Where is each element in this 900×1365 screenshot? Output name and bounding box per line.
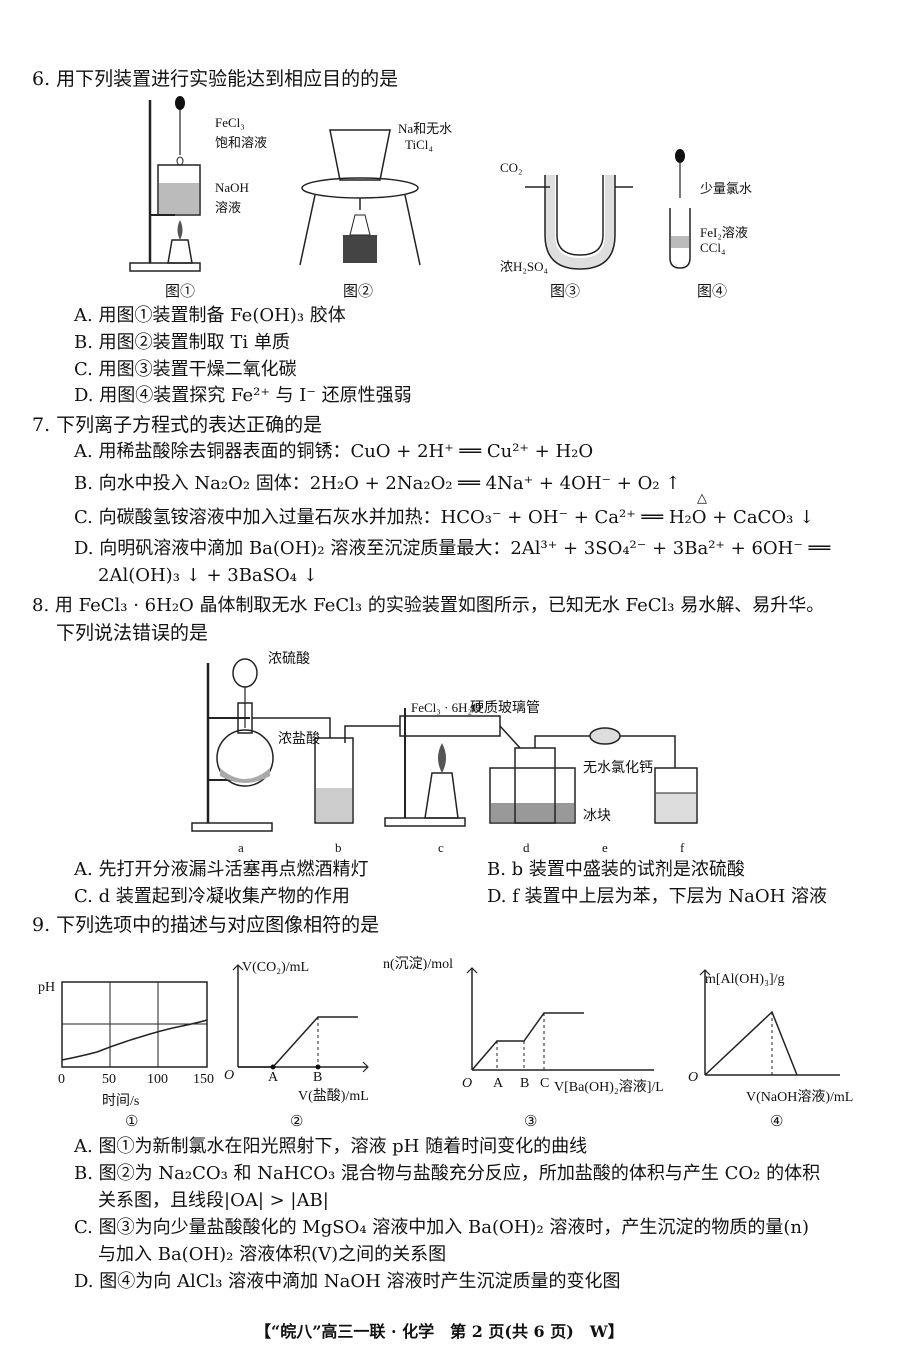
- figure-1-apparatus: [129, 96, 201, 272]
- q8-label-e: e: [602, 840, 608, 855]
- g1-tick-150: 150: [193, 1072, 214, 1087]
- g4-xlabel: V(NaOH溶液)/mL: [746, 1090, 854, 1105]
- q8-label-conc-hcl: 浓盐酸: [278, 732, 320, 747]
- graph-1-ph-curve: [61, 981, 208, 1068]
- g3-point-c: C: [540, 1076, 550, 1091]
- g1-caption: ①: [125, 1114, 139, 1130]
- figure-3-u-tube: [525, 175, 633, 270]
- fig2-caption: 图②: [343, 284, 374, 300]
- g3-xlabel: V[Ba(OH)₂溶液]/L: [554, 1080, 664, 1095]
- fig4-label-chlorine: 少量氯水: [700, 181, 753, 196]
- q9-option-b-cont: 关系图，且线段|OA| > |AB|: [98, 1190, 329, 1211]
- fig3-label-h2so4: 浓H₂SO₄: [500, 259, 549, 274]
- q8-option-c: C. d 装置起到冷凝收集产物的作用: [74, 886, 350, 907]
- g2-point-b: B: [313, 1070, 323, 1085]
- fig1-label-naoh: NaOH: [215, 180, 249, 195]
- q8-label-ice: 冰块: [583, 809, 611, 824]
- q7-heat-symbol: △: [697, 490, 707, 505]
- fig1-caption: 图①: [165, 284, 196, 300]
- g1-ylabel: pH: [38, 980, 56, 995]
- q9-stem: 9. 下列选项中的描述与对应图像相符的是: [32, 914, 380, 936]
- fig4-label-ccl4: CCl₄: [700, 240, 726, 255]
- q8-option-d: D. f 装置中上层为苯，下层为 NaOH 溶液: [487, 886, 827, 907]
- q8-stem-2: 下列说法错误的是: [56, 622, 209, 644]
- g2-xlabel: V(盐酸)/mL: [298, 1089, 369, 1104]
- q7-option-a: A. 用稀盐酸除去铜器表面的铜锈：CuO + 2H⁺ ══ Cu²⁺ + H₂O: [74, 441, 594, 462]
- fig1-label-fecl3: FeCl₃: [215, 115, 245, 130]
- q7-stem: 7. 下列离子方程式的表达正确的是: [32, 414, 323, 436]
- page-footer: 【“皖八”高三一联 · 化学 第 2 页(共 6 页) W】: [255, 1322, 624, 1341]
- g2-origin: O: [224, 1068, 235, 1083]
- q6-option-c: C. 用图③装置干燥二氧化碳: [74, 359, 297, 380]
- q8-stem-1: 8. 用 FeCl₃ · 6H₂O 晶体制取无水 FeCl₃ 的实验装置如图所示…: [32, 595, 825, 616]
- g3-ylabel: n(沉淀)/mol: [383, 957, 453, 972]
- g3-point-a: A: [493, 1076, 504, 1091]
- g2-point-a: A: [268, 1070, 279, 1085]
- g1-tick-50: 50: [102, 1072, 116, 1087]
- q8-label-fecl3-crystal: FeCl₃ · 6H₂O: [411, 700, 482, 715]
- fig2-label-na: Na和无水: [398, 121, 453, 136]
- figure-2-apparatus: [299, 129, 421, 266]
- q8-option-b: B. b 装置中盛装的试剂是浓硫酸: [487, 859, 745, 880]
- q8-label-d: d: [523, 840, 530, 855]
- q9-option-d: D. 图④为向 AlCl₃ 溶液中滴加 NaOH 溶液时产生沉淀质量的变化图: [74, 1271, 621, 1292]
- fig2-label-ticl4: TiCl₄: [405, 137, 433, 152]
- q6-option-b: B. 用图②装置制取 Ti 单质: [74, 332, 290, 353]
- q8-label-f: f: [680, 840, 685, 855]
- g3-point-b: B: [520, 1076, 530, 1091]
- g4-ylabel: m[Al(OH)₃]/g: [705, 972, 785, 987]
- q9-option-a: A. 图①为新制氯水在阳光照射下，溶液 pH 随着时间变化的曲线: [74, 1136, 588, 1157]
- figure-4-test-tube: [669, 149, 691, 269]
- q6-option-d: D. 用图④装置探究 Fe²⁺ 与 I⁻ 还原性强弱: [74, 385, 412, 406]
- q8-label-b: b: [335, 840, 342, 855]
- q8-label-conc-h2so4: 浓硫酸: [268, 652, 310, 667]
- g1-xlabel: 时间/s: [102, 1094, 140, 1109]
- g3-origin: O: [462, 1076, 473, 1091]
- q9-option-c-cont: 与加入 Ba(OH)₂ 溶液体积(V)之间的关系图: [98, 1244, 447, 1265]
- graph-2-co2-curve: [232, 964, 369, 1073]
- q7-option-d-cont: 2Al(OH)₃ ↓ + 3BaSO₄ ↓: [98, 565, 318, 586]
- graph-4-aloh3-curve: [699, 969, 840, 1076]
- fig4-caption: 图④: [697, 284, 728, 300]
- g2-caption: ②: [290, 1114, 304, 1130]
- fig1-label-saturated: 饱和溶液: [215, 135, 268, 150]
- g2-ylabel: V(CO₂)/mL: [242, 960, 310, 975]
- fig3-label-co2: CO₂: [500, 160, 523, 175]
- q8-label-c: c: [438, 840, 444, 855]
- q8-label-a: a: [238, 840, 244, 855]
- graph-3-precipitate-curve: [466, 967, 654, 1071]
- q8-apparatus-diagram: [191, 658, 698, 832]
- fig3-caption: 图③: [550, 284, 581, 300]
- g4-caption: ④: [770, 1114, 784, 1130]
- q9-option-c: C. 图③为向少量盐酸酸化的 MgSO₄ 溶液中加入 Ba(OH)₂ 溶液时，产…: [74, 1217, 810, 1238]
- g1-tick-0: 0: [58, 1072, 65, 1087]
- fig4-label-fei2: FeI₂溶液: [700, 225, 748, 240]
- q8-label-hard-glass-tube: 硬质玻璃管: [470, 701, 540, 716]
- q7-option-d: D. 向明矾溶液中滴加 Ba(OH)₂ 溶液至沉淀质量最大：2Al³⁺ + 3S…: [74, 538, 831, 559]
- q7-option-c: C. 向碳酸氢铵溶液中加入过量石灰水并加热：HCO₃⁻ + OH⁻ + Ca²⁺…: [74, 507, 815, 528]
- fig1-label-solution: 溶液: [215, 200, 242, 215]
- q8-label-cacl2: 无水氯化钙: [583, 761, 653, 776]
- g1-tick-100: 100: [147, 1072, 168, 1087]
- q7-option-b: B. 向水中投入 Na₂O₂ 固体：2H₂O + 2Na₂O₂ ══ 4Na⁺ …: [74, 473, 681, 494]
- q8-option-a: A. 先打开分液漏斗活塞再点燃酒精灯: [74, 859, 369, 880]
- g3-caption: ③: [524, 1114, 538, 1130]
- q6-stem: 6. 用下列装置进行实验能达到相应目的的是: [32, 68, 399, 90]
- g4-origin: O: [688, 1070, 699, 1085]
- q6-option-a: A. 用图①装置制备 Fe(OH)₃ 胶体: [74, 305, 346, 326]
- q9-option-b: B. 图②为 Na₂CO₃ 和 NaHCO₃ 混合物与盐酸充分反应，所加盐酸的体…: [74, 1163, 821, 1184]
